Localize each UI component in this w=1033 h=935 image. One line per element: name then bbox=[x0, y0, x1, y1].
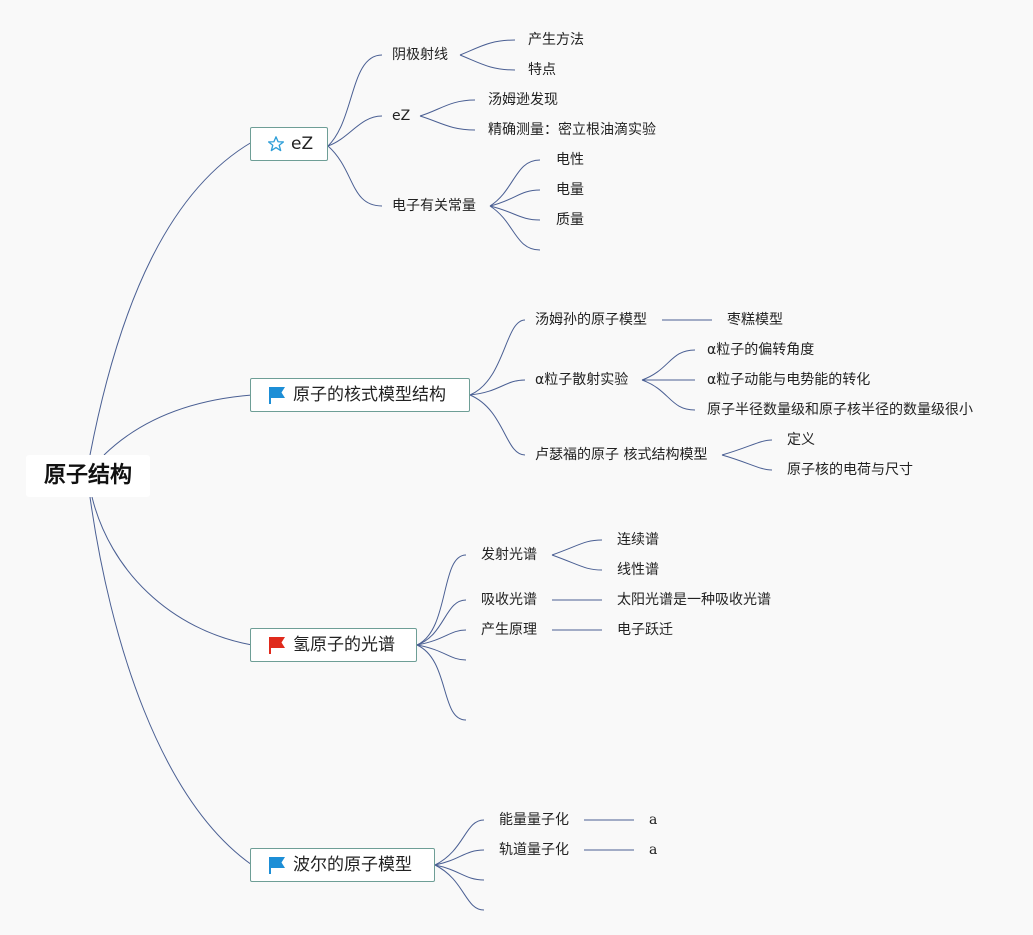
connector bbox=[416, 644, 467, 661]
connector bbox=[721, 439, 773, 456]
leaf-topic[interactable]: 电子跃迁 bbox=[617, 622, 673, 638]
connector bbox=[489, 159, 541, 207]
leaf-topic[interactable]: 电量 bbox=[556, 182, 584, 198]
leaf-topic[interactable]: 质量 bbox=[556, 212, 584, 228]
connector bbox=[489, 205, 541, 251]
leaf-topic[interactable]: 枣糕模型 bbox=[727, 312, 783, 328]
root-topic[interactable]: 原子结构 bbox=[26, 455, 150, 497]
connector bbox=[641, 349, 696, 381]
connector bbox=[434, 864, 485, 881]
leaf-topic[interactable]: 精确测量：密立根油滴实验 bbox=[488, 122, 656, 138]
connector bbox=[459, 54, 516, 71]
subtopic[interactable]: eZ bbox=[392, 108, 411, 124]
connector bbox=[459, 39, 516, 56]
topic-hydrogen-spectrum[interactable]: 氢原子的光谱 bbox=[250, 628, 417, 662]
connector bbox=[641, 379, 696, 411]
leaf-topic[interactable]: 汤姆逊发现 bbox=[488, 92, 558, 108]
topic-label: 波尔的原子模型 bbox=[293, 855, 412, 875]
topic-label: 原子的核式模型结构 bbox=[293, 385, 446, 405]
connector bbox=[419, 115, 476, 131]
connector bbox=[721, 454, 773, 471]
leaf-topic[interactable]: 太阳光谱是一种吸收光谱 bbox=[617, 592, 771, 608]
subtopic[interactable]: 发射光谱 bbox=[481, 547, 537, 563]
subtopic[interactable]: 轨道量子化 bbox=[499, 842, 569, 858]
topic-nuclear-model[interactable]: 原子的核式模型结构 bbox=[250, 378, 470, 412]
connector bbox=[416, 599, 467, 646]
connector bbox=[327, 115, 383, 147]
subtopic[interactable]: α粒子散射实验 bbox=[535, 372, 629, 388]
connector bbox=[419, 99, 476, 117]
leaf-topic[interactable]: 定义 bbox=[787, 432, 815, 448]
leaf-topic[interactable]: α粒子的偏转角度 bbox=[707, 342, 815, 358]
leaf-topic[interactable]: α粒子动能与电势能的转化 bbox=[707, 372, 871, 388]
subtopic[interactable]: 吸收光谱 bbox=[481, 592, 537, 608]
connector bbox=[91, 496, 253, 646]
connector bbox=[469, 394, 526, 456]
topic-ez[interactable]: eZ bbox=[250, 127, 328, 161]
subtopic[interactable]: 阴极射线 bbox=[392, 47, 448, 63]
topic-label: eZ bbox=[291, 134, 314, 154]
leaf-topic[interactable]: 线性谱 bbox=[617, 562, 659, 578]
red-flag-icon bbox=[269, 637, 285, 654]
connector bbox=[89, 496, 253, 866]
connector bbox=[551, 539, 603, 556]
blue-flag-icon bbox=[269, 857, 285, 874]
connector bbox=[416, 554, 467, 646]
star-outline-icon bbox=[267, 136, 285, 152]
connector bbox=[416, 644, 467, 721]
leaf-topic[interactable]: a bbox=[649, 842, 658, 858]
connector bbox=[434, 849, 485, 866]
leaf-topic[interactable]: 连续谱 bbox=[617, 532, 659, 548]
subtopic[interactable]: 能量量子化 bbox=[499, 812, 569, 828]
subtopic[interactable]: 电子有关常量 bbox=[392, 198, 476, 214]
topic-label: 氢原子的光谱 bbox=[293, 635, 395, 655]
connector bbox=[489, 205, 541, 221]
subtopic[interactable]: 卢瑟福的原子 核式结构模型 bbox=[535, 447, 708, 463]
leaf-topic[interactable]: 特点 bbox=[528, 62, 556, 78]
leaf-topic[interactable]: 产生方法 bbox=[528, 32, 584, 48]
connector bbox=[327, 54, 383, 147]
subtopic[interactable]: 汤姆孙的原子模型 bbox=[535, 312, 647, 328]
connector bbox=[489, 189, 541, 207]
connector bbox=[434, 819, 485, 866]
connector bbox=[327, 145, 383, 207]
connector bbox=[434, 864, 485, 911]
connector bbox=[89, 141, 253, 456]
connector bbox=[103, 394, 253, 456]
connector bbox=[551, 554, 603, 571]
connector bbox=[469, 319, 526, 396]
subtopic[interactable]: 产生原理 bbox=[481, 622, 537, 638]
leaf-topic[interactable]: a bbox=[649, 812, 658, 828]
blue-flag-icon bbox=[269, 387, 285, 404]
leaf-topic[interactable]: 原子半径数量级和原子核半径的数量级很小 bbox=[707, 402, 973, 418]
leaf-topic[interactable]: 原子核的电荷与尺寸 bbox=[787, 462, 913, 478]
topic-bohr-model[interactable]: 波尔的原子模型 bbox=[250, 848, 435, 882]
leaf-topic[interactable]: 电性 bbox=[556, 152, 584, 168]
connector bbox=[469, 379, 526, 396]
connector bbox=[416, 629, 467, 646]
